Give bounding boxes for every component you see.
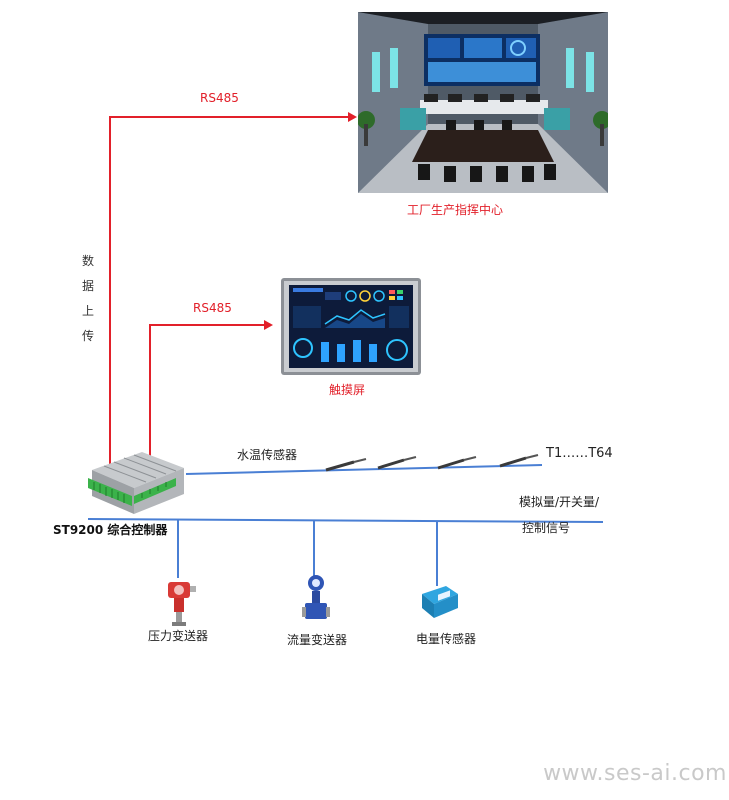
water-temp-probes [325, 454, 539, 472]
watermark: www.ses-ai.com [543, 761, 727, 786]
command-center-photo [358, 12, 608, 193]
rs485-line-command-center [109, 116, 352, 470]
flow-transmitter-label: 流量变送器 [287, 633, 348, 647]
power-sensor-label: 电量传感器 [416, 632, 477, 646]
rs485-label-mid: RS485 [193, 301, 232, 315]
rs485-label-top: RS485 [200, 91, 239, 105]
controller-label: ST9200 综合控制器 [53, 523, 168, 537]
data-upload-label: 数 据 上 传 [81, 249, 95, 349]
temp-probe-icon [325, 458, 367, 472]
touch-screen-device [281, 278, 421, 375]
power-sensor-icon [422, 586, 458, 618]
pressure-transmitter-label: 压力变送器 [148, 629, 209, 643]
temp-probe-icon [499, 454, 539, 468]
upload-char: 数 [81, 254, 94, 268]
rs485-line-touch-screen [149, 324, 268, 470]
water-temp-sensor-label: 水温传感器 [237, 448, 298, 462]
upload-char: 传 [81, 329, 94, 343]
arrow-head-touch-screen [264, 320, 273, 330]
st9200-controller-device [84, 448, 190, 518]
upload-char: 据 [81, 279, 94, 293]
command-center-label: 工厂生产指挥中心 [407, 203, 504, 217]
analog-switch-label-2: 控制信号 [522, 521, 571, 535]
temp-sensor-bus [185, 464, 543, 475]
t-range-label: T1……T64 [546, 446, 613, 461]
pressure-transmitter-icon [168, 582, 196, 626]
temp-probe-icon [437, 456, 477, 470]
upload-char: 上 [81, 304, 94, 318]
temp-probe-icon [377, 456, 417, 470]
arrow-head-command-center [348, 112, 357, 122]
touch-screen-label: 触摸屏 [329, 383, 366, 397]
analog-bus [87, 518, 604, 523]
flow-transmitter-icon [302, 575, 330, 619]
analog-switch-label-1: 模拟量/开关量/ [519, 495, 600, 509]
